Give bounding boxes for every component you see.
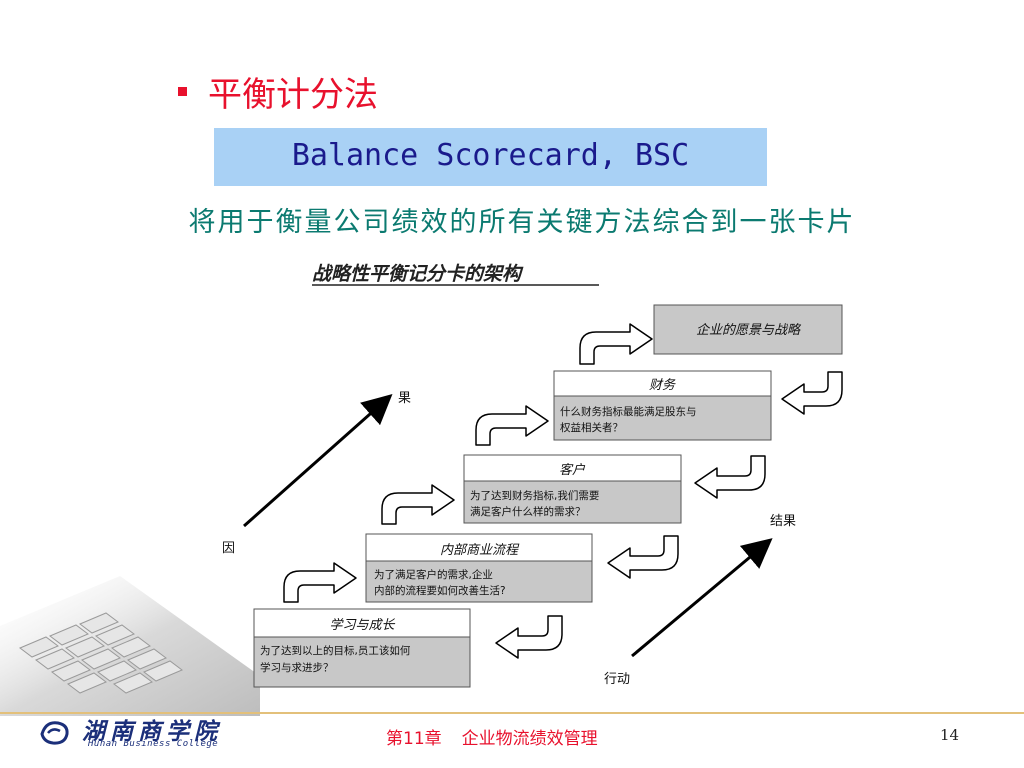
customer-box: 客户 为了达到财务指标,我们需要 满足客户什么样的需求？ bbox=[463, 454, 682, 524]
customer-title: 客户 bbox=[559, 462, 586, 478]
curved-up-arrow-icon bbox=[475, 405, 549, 446]
slide-subtitle: 将用于衡量公司绩效的所有关键方法综合到一张卡片 bbox=[188, 207, 856, 238]
internal-process-line-1: 为了满足客户的需求,企业 bbox=[374, 568, 493, 581]
bullet-square-icon bbox=[178, 87, 187, 96]
internal-process-title: 内部商业流程 bbox=[440, 543, 520, 558]
vision-strategy-box: 企业的愿景与战略 bbox=[653, 304, 843, 355]
vision-strategy-label: 企业的愿景与战略 bbox=[696, 322, 802, 338]
bsc-architecture-diagram: 战略性平衡记分卡的架构 企业的愿景与战略 财务 什么财务指标最能满足股东与 权益… bbox=[222, 263, 843, 688]
college-logo: 湖南商学院 Hunan Business College bbox=[38, 714, 258, 754]
cause-label: 因 bbox=[222, 541, 235, 556]
bsc-label: Balance Scorecard, BSC bbox=[291, 138, 690, 173]
footer-divider bbox=[0, 712, 1024, 714]
action-label: 行动 bbox=[604, 672, 630, 687]
customer-line-2: 满足客户什么样的需求？ bbox=[470, 505, 586, 518]
chapter-number: 第11章 bbox=[386, 729, 442, 749]
curved-up-arrow-icon bbox=[381, 484, 455, 525]
learning-growth-title: 学习与成长 bbox=[329, 617, 395, 633]
footer-chapter: 第11章企业物流绩效管理 bbox=[386, 724, 598, 749]
finance-line-1: 什么财务指标最能满足股东与 bbox=[560, 405, 697, 418]
college-name-cn: 湖南商学院 bbox=[82, 718, 222, 745]
internal-process-line-2: 内部的流程要如何改善生活? bbox=[374, 584, 506, 597]
college-emblem-icon bbox=[40, 721, 69, 745]
diagram-title: 战略性平衡记分卡的架构 bbox=[312, 263, 524, 285]
learning-growth-line-1: 为了达到以上的目标,员工该如何 bbox=[260, 644, 411, 657]
internal-process-box: 内部商业流程 为了满足客户的需求,企业 内部的流程要如何改善生活? bbox=[365, 533, 593, 603]
curved-return-arrow-icon bbox=[495, 615, 563, 659]
page-number: 14 bbox=[940, 726, 960, 744]
keyboard-illustration bbox=[0, 576, 260, 716]
curved-return-arrow-icon bbox=[694, 455, 766, 499]
action-result-arrow-icon bbox=[631, 538, 773, 658]
result-label: 结果 bbox=[770, 514, 796, 529]
customer-line-1: 为了达到财务指标,我们需要 bbox=[470, 489, 599, 502]
effect-label: 果 bbox=[398, 391, 411, 406]
curved-up-arrow-icon bbox=[579, 323, 653, 365]
learning-growth-box: 学习与成长 为了达到以上的目标,员工该如何 学习与求进步？ bbox=[253, 608, 471, 688]
cause-effect-arrow-icon bbox=[243, 394, 393, 528]
curved-up-arrow-icon bbox=[283, 562, 357, 603]
curved-return-arrow-icon bbox=[607, 535, 679, 579]
finance-box: 财务 什么财务指标最能满足股东与 权益相关者？ bbox=[553, 370, 772, 441]
college-name-en: Hunan Business College bbox=[88, 739, 219, 749]
learning-growth-line-2: 学习与求进步？ bbox=[260, 661, 334, 674]
finance-title: 财务 bbox=[649, 378, 676, 393]
slide-heading: 平衡计分法 bbox=[208, 75, 378, 115]
bsc-label-box: Balance Scorecard, BSC bbox=[214, 128, 767, 186]
finance-line-2: 权益相关者？ bbox=[560, 421, 623, 434]
curved-return-arrow-icon bbox=[781, 371, 843, 415]
chapter-title: 企业物流绩效管理 bbox=[461, 729, 598, 749]
